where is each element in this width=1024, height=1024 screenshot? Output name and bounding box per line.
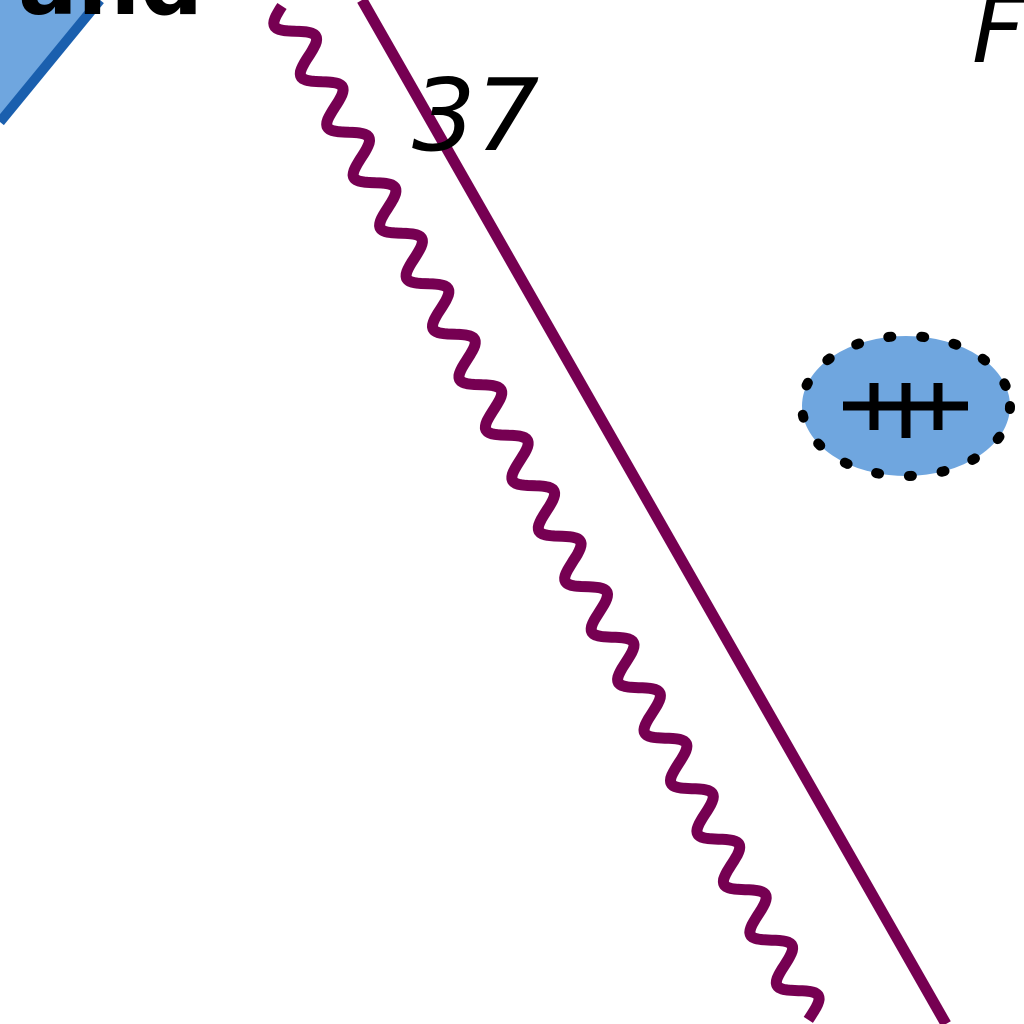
water-area bbox=[0, 0, 104, 126]
depth-sounding: 37 bbox=[412, 57, 539, 174]
danger-rock-icon bbox=[797, 331, 1015, 481]
place-name-fragment-left: and bbox=[18, 0, 203, 35]
straight-line bbox=[357, 0, 951, 1024]
submarine-cable-line bbox=[268, 2, 825, 1023]
place-name-fragment-right: F bbox=[972, 0, 1024, 84]
